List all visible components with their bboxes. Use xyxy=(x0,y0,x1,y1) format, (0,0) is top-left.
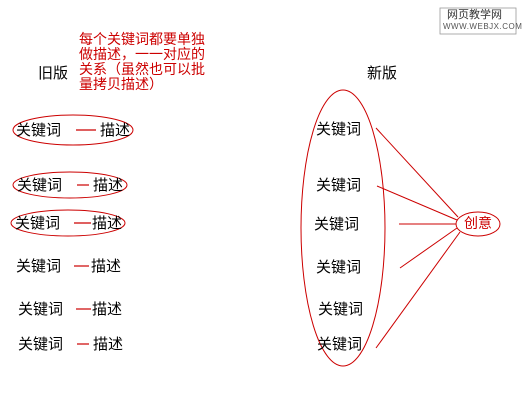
note-line-4: 量拷贝描述） xyxy=(79,77,163,93)
old-row-4-keyword: 关键词 xyxy=(16,257,62,275)
note-line-1: 每个关键词都要单独 xyxy=(79,32,205,48)
target-label: 创意 xyxy=(464,216,492,232)
old-row-1-ellipse xyxy=(12,114,134,146)
new-keywords-ellipse xyxy=(300,89,386,367)
old-row-3-desc: 描述 xyxy=(92,214,123,232)
old-row-2-keyword: 关键词 xyxy=(17,176,63,194)
old-row-4-desc: 描述 xyxy=(91,257,122,275)
connector-line-4 xyxy=(399,227,458,269)
connector-line-1 xyxy=(375,127,459,218)
old-row-5-desc: 描述 xyxy=(92,300,123,318)
note-line-2: 做描述，一一对应的 xyxy=(79,47,205,63)
watermark-url: WWW.WEBJX.COM xyxy=(443,22,523,31)
new-version-title: 新版 xyxy=(367,64,398,82)
old-row-2-desc: 描述 xyxy=(93,176,124,194)
new-keyword-5: 关键词 xyxy=(318,300,364,318)
watermark-box xyxy=(439,7,517,35)
old-row-3-keyword: 关键词 xyxy=(15,214,61,232)
old-row-5-keyword: 关键词 xyxy=(18,300,64,318)
note-line-3: 关系（虽然也可以批 xyxy=(79,62,205,78)
old-row-6-desc: 描述 xyxy=(93,335,124,353)
old-row-1-desc: 描述 xyxy=(100,121,131,139)
new-keyword-1: 关键词 xyxy=(316,120,362,138)
connector-line-5 xyxy=(375,231,461,349)
old-row-2-ellipse xyxy=(12,171,128,199)
old-row-3-ellipse xyxy=(10,209,126,237)
old-version-title: 旧版 xyxy=(38,64,69,82)
old-row-1-keyword: 关键词 xyxy=(16,121,62,139)
new-keyword-6: 关键词 xyxy=(317,335,363,353)
new-keyword-2: 关键词 xyxy=(316,176,362,194)
old-row-6-keyword: 关键词 xyxy=(18,335,64,353)
new-keyword-4: 关键词 xyxy=(316,258,362,276)
new-keyword-3: 关键词 xyxy=(314,215,360,233)
watermark-title: 网页教学网 xyxy=(447,9,502,21)
connector-line-2 xyxy=(376,185,458,221)
